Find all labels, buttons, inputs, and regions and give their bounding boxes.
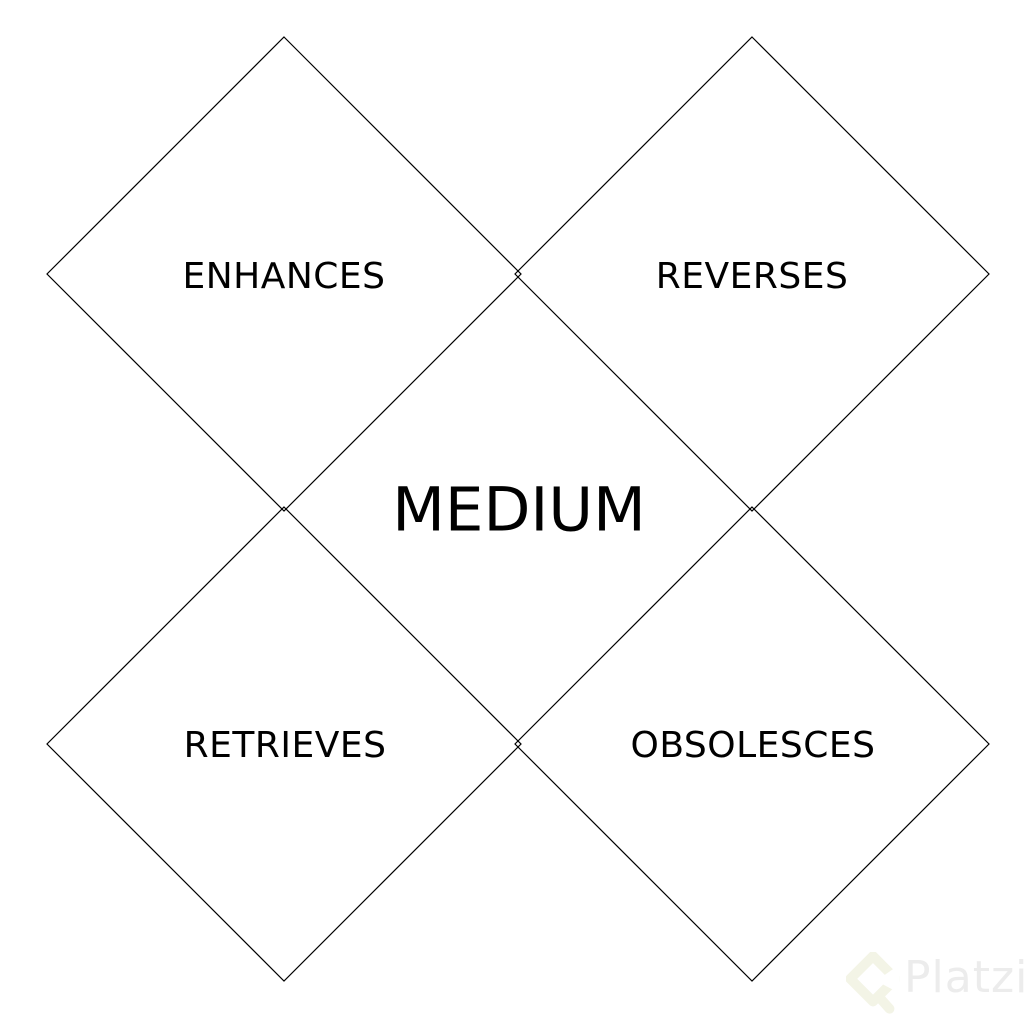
label-enhances: ENHANCES (182, 256, 386, 297)
diamond-retrieves (46, 506, 522, 982)
diamond-obsolesces (514, 506, 990, 982)
label-medium: MEDIUM (392, 474, 646, 546)
label-obsolesces: OBSOLESCES (630, 725, 876, 766)
watermark: Platzi (846, 952, 1028, 1016)
platzi-logo-notch (876, 964, 900, 994)
platzi-logo-ring (846, 952, 900, 1007)
platzi-logo-icon (846, 952, 900, 1014)
platzi-logo-tail (876, 994, 895, 1014)
label-retrieves: RETRIEVES (183, 725, 387, 766)
watermark-text: Platzi (904, 952, 1029, 1003)
label-reverses: REVERSES (655, 256, 849, 297)
diamond-enhances (46, 36, 522, 512)
diamond-reverses (514, 36, 990, 512)
